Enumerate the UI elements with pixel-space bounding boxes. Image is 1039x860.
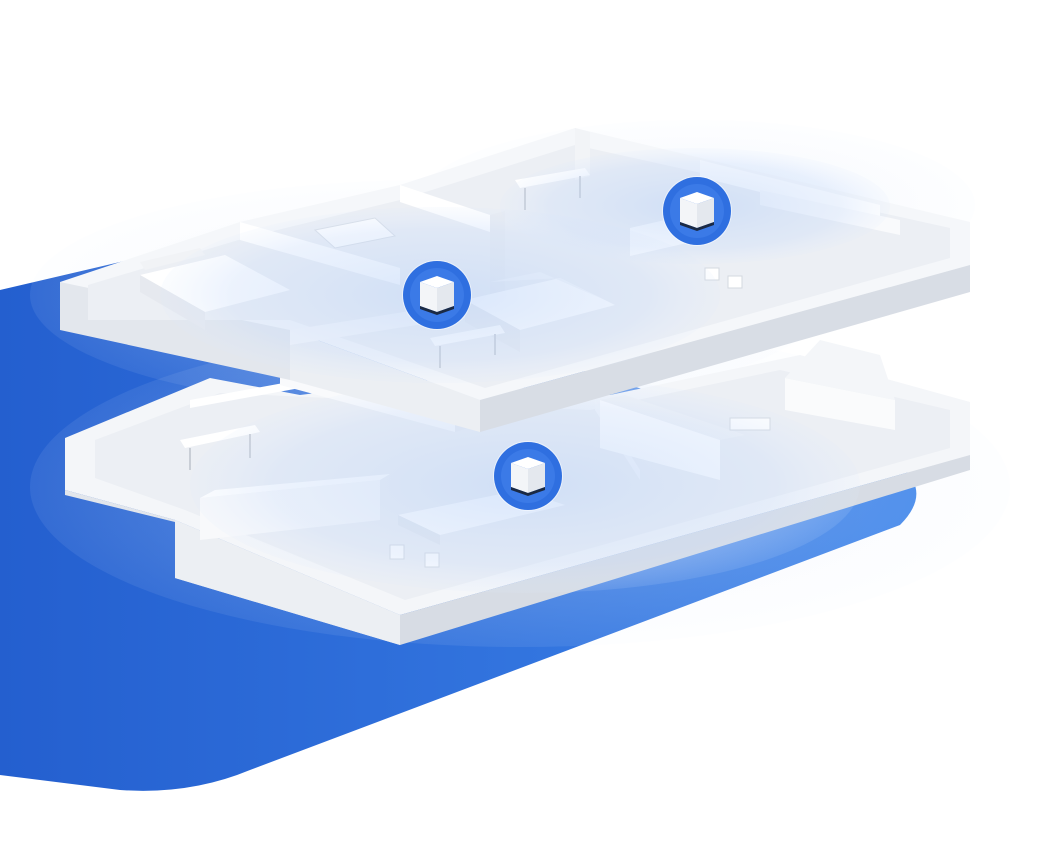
mesh-router-cube-icon — [680, 192, 714, 231]
mesh-node-lower-center — [493, 441, 563, 511]
mesh-node-upper-left — [402, 260, 472, 330]
mesh-router-cube-icon — [420, 276, 454, 315]
mesh-router-cube-icon — [511, 457, 545, 496]
mesh-node-upper-right — [662, 176, 732, 246]
